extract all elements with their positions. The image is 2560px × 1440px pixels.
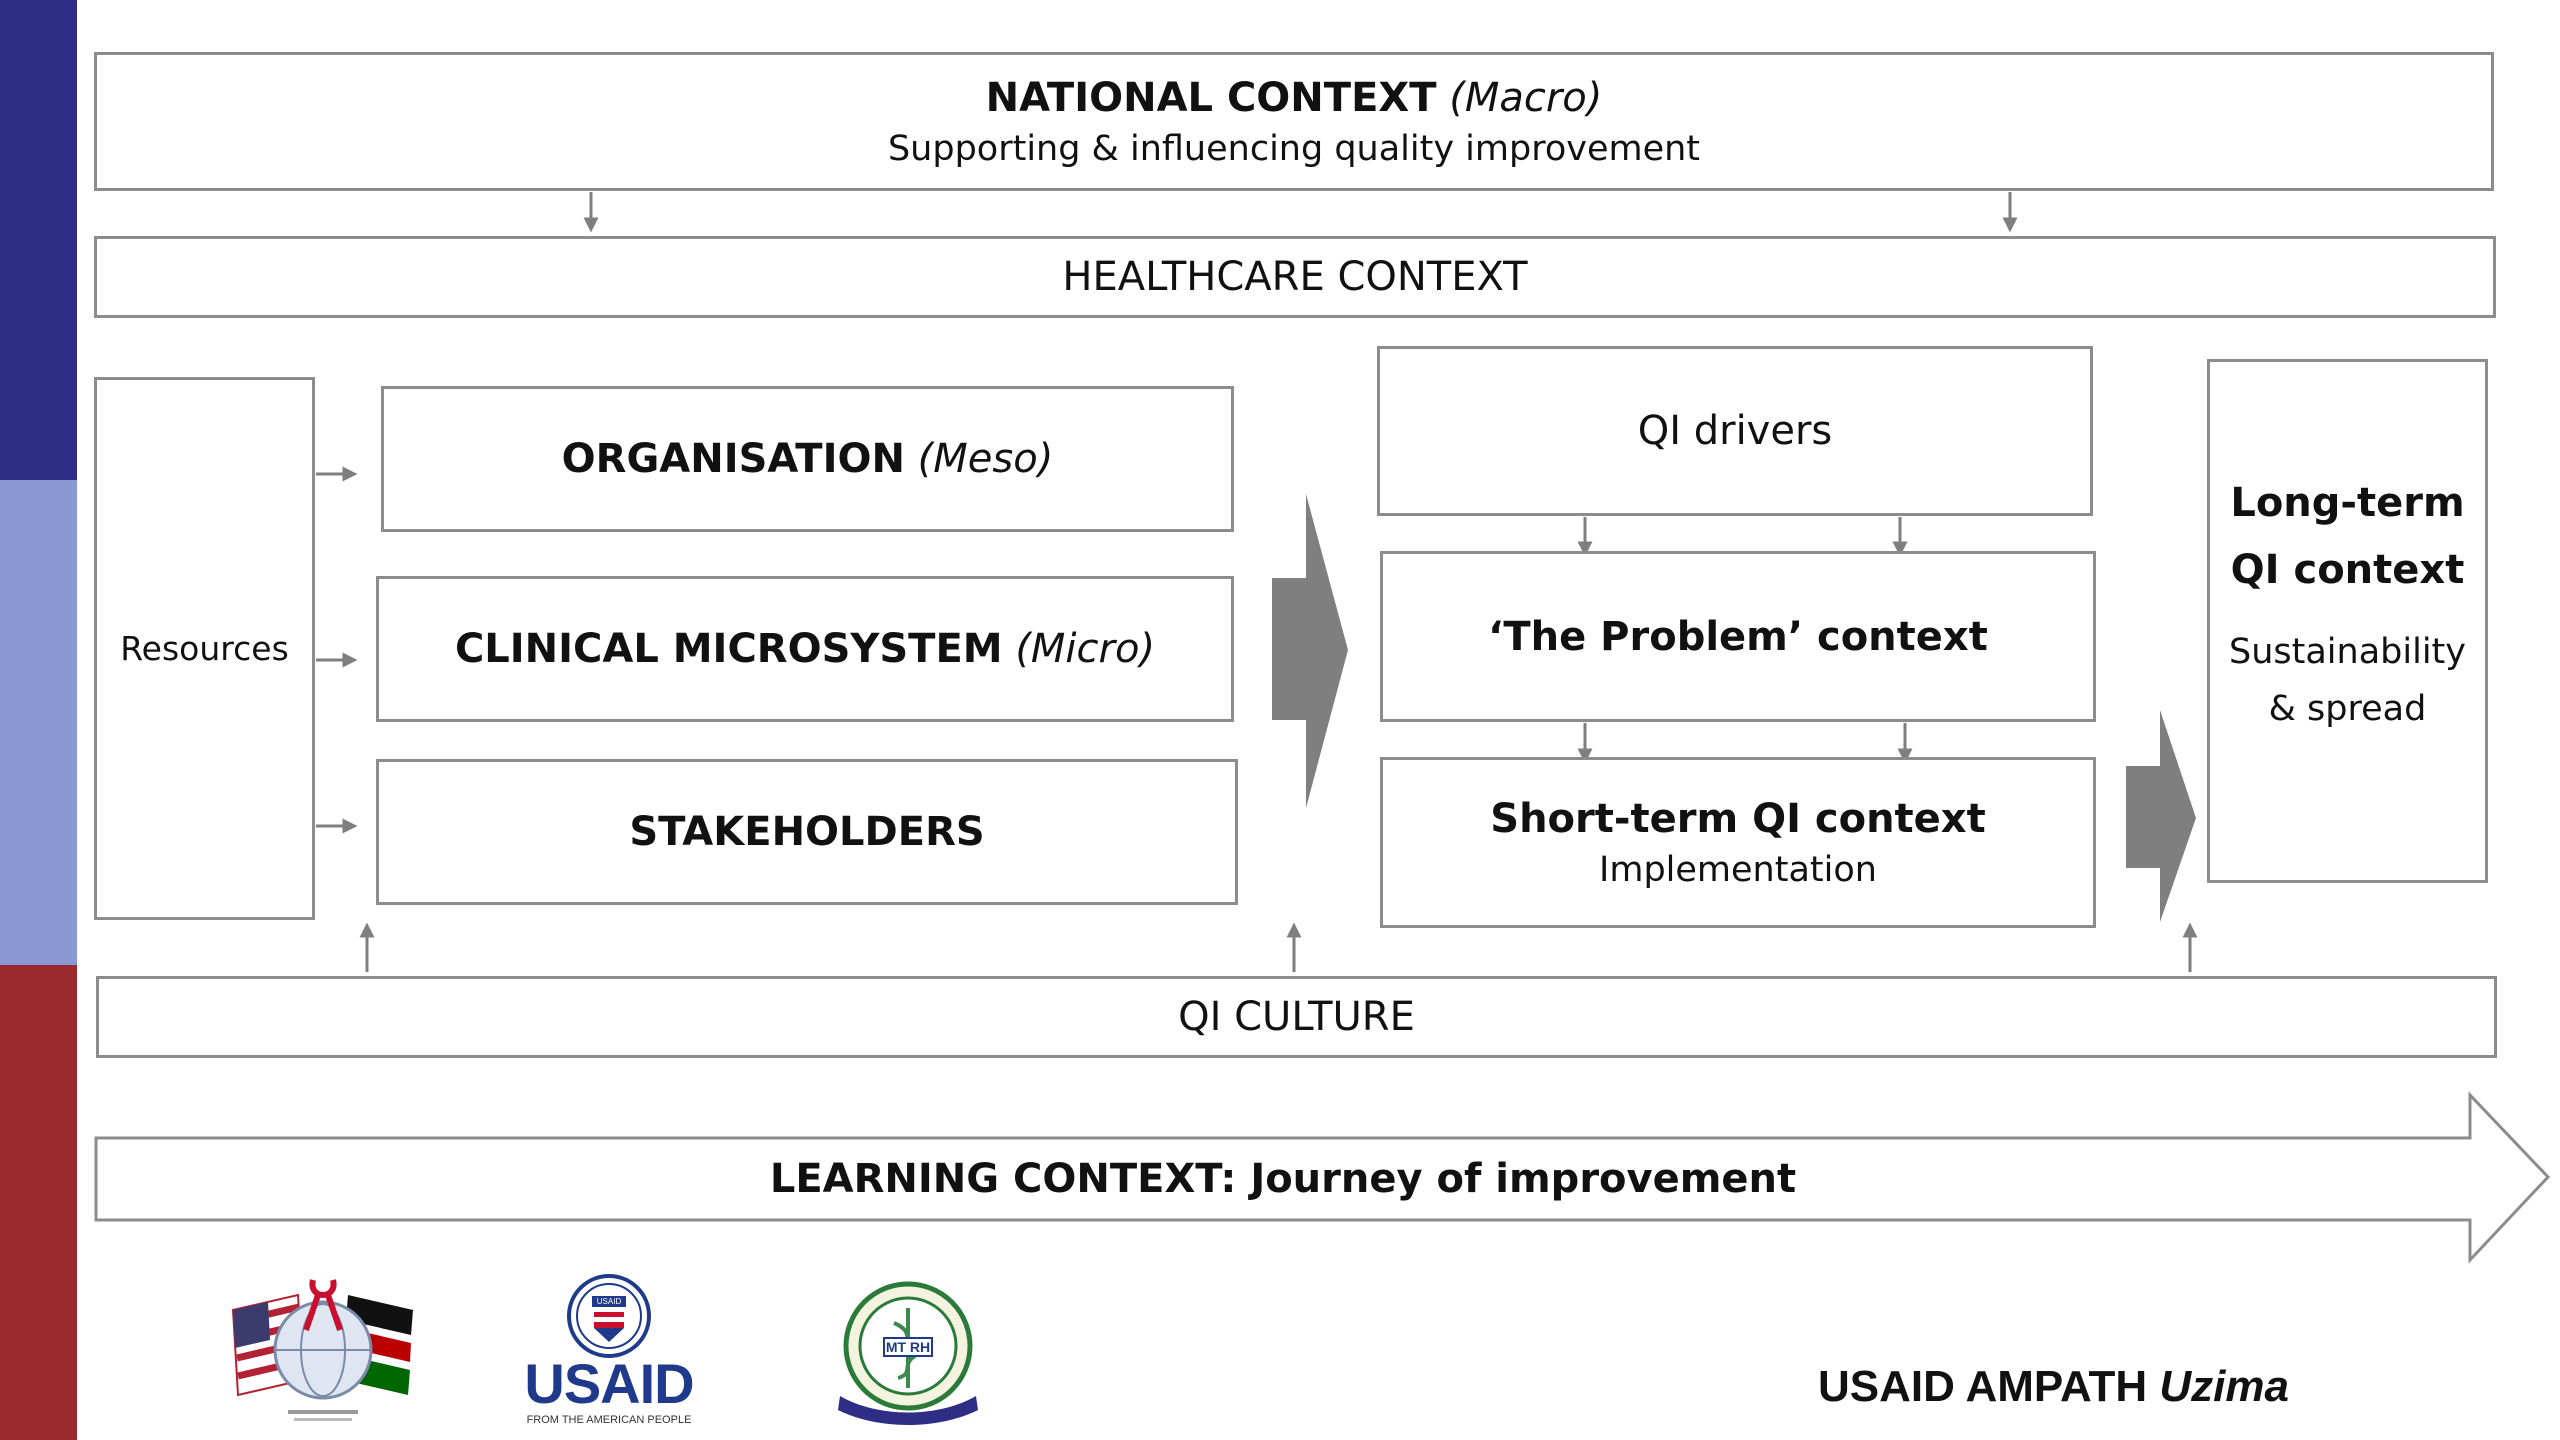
problem-context-title: ‘The Problem’ context	[1488, 613, 1988, 660]
national-context-title-text: NATIONAL CONTEXT	[985, 74, 1437, 121]
block-arrow-to-long-term	[2126, 710, 2196, 922]
band-red	[0, 965, 77, 1440]
qi-culture-title: QI CULTURE	[1178, 994, 1415, 1040]
qi-drivers-box: QI drivers	[1377, 346, 2093, 516]
brand-name: USAID AMPATH	[1818, 1362, 2148, 1411]
resources-label: Resources	[120, 629, 289, 668]
short-term-qi-subtitle: Implementation	[1599, 849, 1877, 890]
band-navy	[0, 0, 77, 480]
block-arrow-to-qi-contexts	[1272, 494, 1348, 808]
long-term-qi-title-line1: Long-term	[2230, 480, 2465, 526]
long-term-qi-title-line2: QI context	[2230, 547, 2465, 593]
long-term-qi-subtitle-line1: Sustainability	[2229, 632, 2466, 672]
usaid-wordmark: USAID	[524, 1352, 694, 1415]
clinical-microsystem-box: CLINICAL MICROSYSTEM (Micro)	[376, 576, 1234, 722]
clinical-microsystem-title: CLINICAL MICROSYSTEM (Micro)	[455, 626, 1155, 672]
ribbon-icon	[303, 1279, 343, 1331]
organisation-box: ORGANISATION (Meso)	[381, 386, 1234, 532]
qi-drivers-title: QI drivers	[1637, 408, 1833, 454]
national-context-box: NATIONAL CONTEXT (Macro) Supporting & in…	[94, 52, 2494, 191]
organisation-title-text: ORGANISATION	[561, 436, 905, 482]
usaid-seal-icon: USAID	[567, 1274, 651, 1358]
resources-box: Resources	[94, 377, 315, 920]
national-context-qualifier: (Macro)	[1449, 74, 1603, 121]
organisation-title: ORGANISATION (Meso)	[562, 436, 1054, 482]
learning-context-title: LEARNING CONTEXT: Journey of improvement	[769, 1156, 1797, 1202]
short-term-qi-title: Short-term QI context	[1490, 795, 1986, 842]
national-context-subtitle: Supporting & influencing quality improve…	[887, 128, 1701, 169]
mtrh-logo: MT RH	[838, 1281, 978, 1425]
healthcare-context-title: HEALTHCARE CONTEXT	[1062, 254, 1528, 300]
stakeholders-title: STAKEHOLDERS	[629, 809, 985, 855]
problem-context-box: ‘The Problem’ context	[1380, 551, 2096, 722]
band-lavender	[0, 480, 77, 965]
svg-text:USAID: USAID	[597, 1297, 622, 1306]
clinical-microsystem-qualifier: (Micro)	[1015, 626, 1156, 672]
national-context-title: NATIONAL CONTEXT (Macro)	[986, 75, 1603, 121]
short-term-qi-box: Short-term QI context Implementation	[1380, 757, 2096, 928]
learning-arrow-shape	[94, 1091, 2551, 1264]
clinical-microsystem-title-text: CLINICAL MICROSYSTEM	[454, 626, 1003, 672]
usaid-tagline: FROM THE AMERICAN PEOPLE	[526, 1414, 692, 1426]
qi-culture-box: QI CULTURE	[96, 976, 2497, 1058]
long-term-qi-box: Long-term QI context Sustainability & sp…	[2207, 359, 2488, 883]
banner-icon	[838, 1396, 978, 1425]
usaid-logo: USAID USAID FROM THE AMERICAN PEOPLE	[512, 1270, 706, 1430]
organisation-qualifier: (Meso)	[917, 436, 1054, 482]
svg-text:MT RH: MT RH	[886, 1339, 930, 1355]
long-term-qi-subtitle-line2: & spread	[2268, 689, 2427, 729]
partnership-flags-logo	[231, 1279, 413, 1421]
learning-context-label: LEARNING CONTEXT: Journey of improvement	[96, 1138, 2470, 1220]
brand-text: USAID AMPATH Uzima	[1818, 1362, 2289, 1412]
healthcare-context-box: HEALTHCARE CONTEXT	[94, 236, 2496, 318]
brand-qualifier: Uzima	[2159, 1362, 2289, 1411]
stakeholders-box: STAKEHOLDERS	[376, 759, 1238, 905]
